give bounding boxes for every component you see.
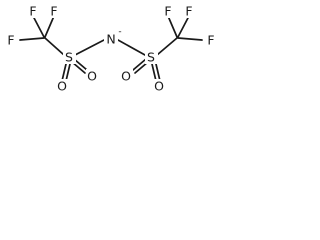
bond-s-c-right [156, 37, 178, 56]
bond-c-f-right-1 [167, 15, 178, 38]
bond-f-c-left-2 [44, 15, 55, 38]
atom-sulfur: S [147, 50, 155, 65]
atom-fluorine: F [185, 4, 192, 19]
bond-s-o-right-1a [132, 58, 147, 71]
negative-charge: - [118, 27, 121, 37]
bond-s-n-left [74, 39, 105, 56]
atom-nitrogen: N [106, 32, 115, 47]
bond-s-o-right-2b [155, 63, 161, 82]
molecule-diagram: F F F S O O N - S O O F F F [4, 4, 218, 94]
atom-sulfur: S [65, 50, 73, 65]
bond-n-s-right [117, 39, 146, 56]
atom-fluorine: F [164, 4, 171, 19]
bond-f-c-left-3 [19, 37, 45, 41]
atom-oxygen: O [154, 79, 164, 94]
bond-s-o-left-2b [73, 58, 88, 71]
atom-oxygen: O [121, 69, 131, 84]
bond-f-c-left-1 [32, 15, 45, 38]
bond-s-o-left-1b [65, 63, 71, 82]
bond-c-f-right-3 [177, 37, 203, 41]
atom-oxygen: O [57, 79, 67, 94]
atom-fluorine: F [29, 4, 36, 19]
atom-fluorine: F [50, 4, 57, 19]
bond-c-s-left [44, 37, 65, 56]
bond-s-o-right-2a [151, 63, 157, 82]
atom-fluorine: F [207, 33, 214, 48]
atom-fluorine: F [7, 33, 14, 48]
atom-oxygen: O [87, 69, 97, 84]
bond-c-f-right-2 [177, 15, 190, 38]
bond-s-o-left-1a [61, 63, 67, 82]
